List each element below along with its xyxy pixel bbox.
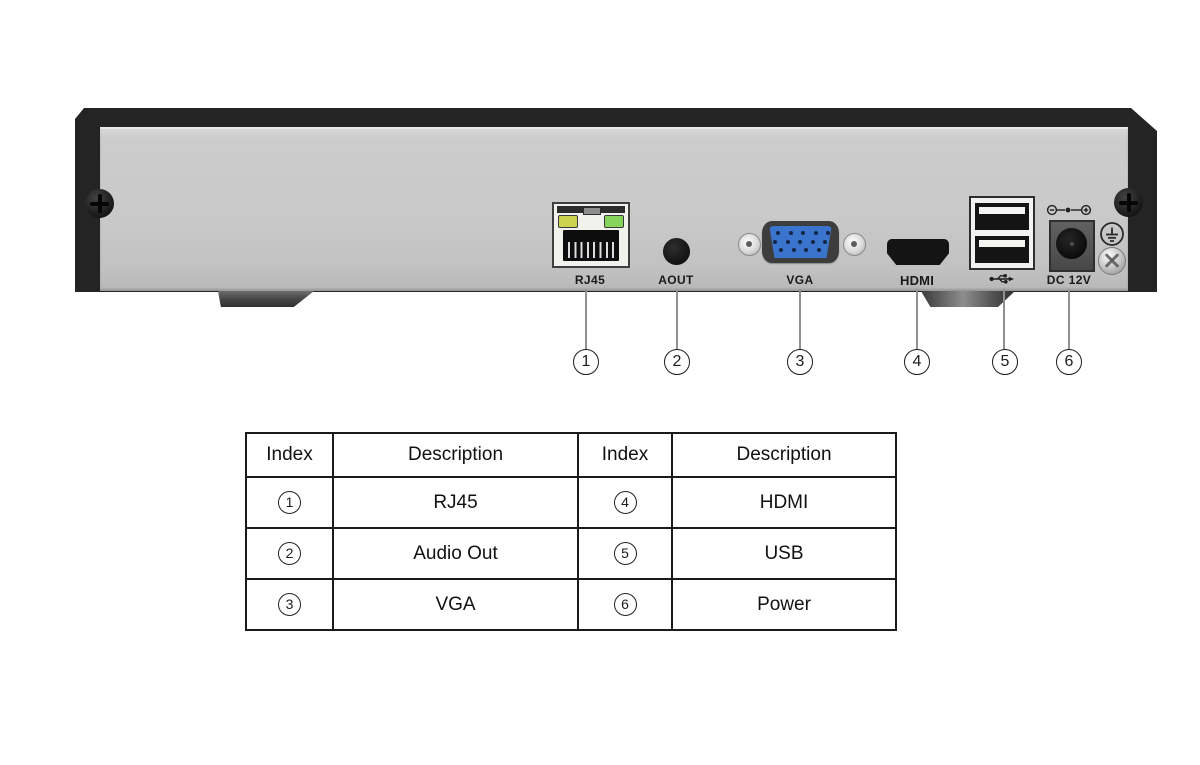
device-foot-left (218, 291, 314, 307)
table-row: 2 Audio Out 5 USB (245, 527, 897, 580)
table-row: 1 RJ45 4 HDMI (245, 476, 897, 529)
device-foot-right (921, 291, 1015, 307)
usb-trident-icon (989, 272, 1014, 291)
dc-power-jack (1049, 220, 1095, 272)
header-description-right: Description (671, 432, 897, 478)
leader-line-4 (916, 289, 918, 349)
rj45-label: RJ45 (574, 273, 606, 287)
index-badge-6: 6 (613, 593, 637, 616)
index-badge-4: 4 (613, 491, 637, 514)
rj45-led-yellow (558, 215, 578, 228)
usb-tongue (979, 240, 1025, 247)
description-cell: RJ45 (332, 476, 579, 529)
rj45-led-green (604, 215, 624, 228)
dc-polarity-icon (1046, 203, 1094, 222)
leader-line-6 (1068, 289, 1070, 349)
index-cell: 4 (577, 476, 673, 529)
index-cell: 1 (245, 476, 334, 529)
aout-label: AOUT (658, 273, 694, 287)
callout-5: 5 (992, 349, 1018, 375)
vga-pin-row (779, 248, 832, 252)
index-cell: 6 (577, 578, 673, 631)
callout-6: 6 (1056, 349, 1082, 375)
vga-blue-face (769, 226, 832, 258)
rj45-pins (568, 242, 614, 258)
callout-2: 2 (664, 349, 690, 375)
vga-label: VGA (786, 273, 814, 287)
usb-tongue (979, 207, 1025, 214)
usb-port-top (975, 203, 1029, 230)
bezel-screw-left (85, 189, 114, 218)
vga-pin-row (773, 239, 827, 244)
header-index-right: Index (577, 432, 673, 478)
index-badge-3: 3 (278, 593, 301, 616)
index-badge-1: 1 (278, 491, 301, 514)
hdmi-label: HDMI (899, 273, 935, 288)
index-badge-2: 2 (278, 542, 301, 565)
description-cell: VGA (332, 578, 579, 631)
description-cell: Power (671, 578, 897, 631)
index-cell: 5 (577, 527, 673, 580)
rj45-socket (563, 230, 619, 261)
table-header-row: Index Description Index Description (245, 432, 897, 478)
audio-out-jack (663, 238, 690, 265)
table-row: 3 VGA 6 Power (245, 578, 897, 631)
index-badge-5: 5 (613, 542, 637, 565)
index-table: Index Description Index Description 1 RJ… (245, 432, 897, 631)
dc-12v-label: DC 12V (1046, 273, 1092, 287)
description-cell: USB (671, 527, 897, 580)
callout-4: 4 (904, 349, 930, 375)
hdmi-port (887, 239, 949, 265)
description-cell: Audio Out (332, 527, 579, 580)
leader-line-3 (799, 289, 801, 349)
leader-line-2 (676, 289, 678, 349)
usb-ports (969, 196, 1035, 270)
header-description-left: Description (332, 432, 579, 478)
dc-jack-barrel (1056, 228, 1087, 259)
header-index-left: Index (245, 432, 334, 478)
leader-line-5 (1003, 289, 1005, 349)
earth-ground-icon (1099, 221, 1125, 252)
index-cell: 3 (245, 578, 334, 631)
callout-3: 3 (787, 349, 813, 375)
description-cell: HDMI (671, 476, 897, 529)
rj45-port (552, 202, 630, 268)
bezel-screw-right (1114, 188, 1143, 217)
callout-1: 1 (573, 349, 599, 375)
rj45-latch-tab (583, 207, 601, 215)
vga-screw-post-left (738, 233, 761, 256)
leader-line-1 (585, 289, 587, 349)
usb-port-bottom (975, 236, 1029, 263)
grounding-screw (1098, 247, 1126, 275)
index-cell: 2 (245, 527, 334, 580)
vga-screw-post-right (843, 233, 866, 256)
vga-port (762, 221, 839, 263)
vga-pin-row (776, 231, 830, 235)
